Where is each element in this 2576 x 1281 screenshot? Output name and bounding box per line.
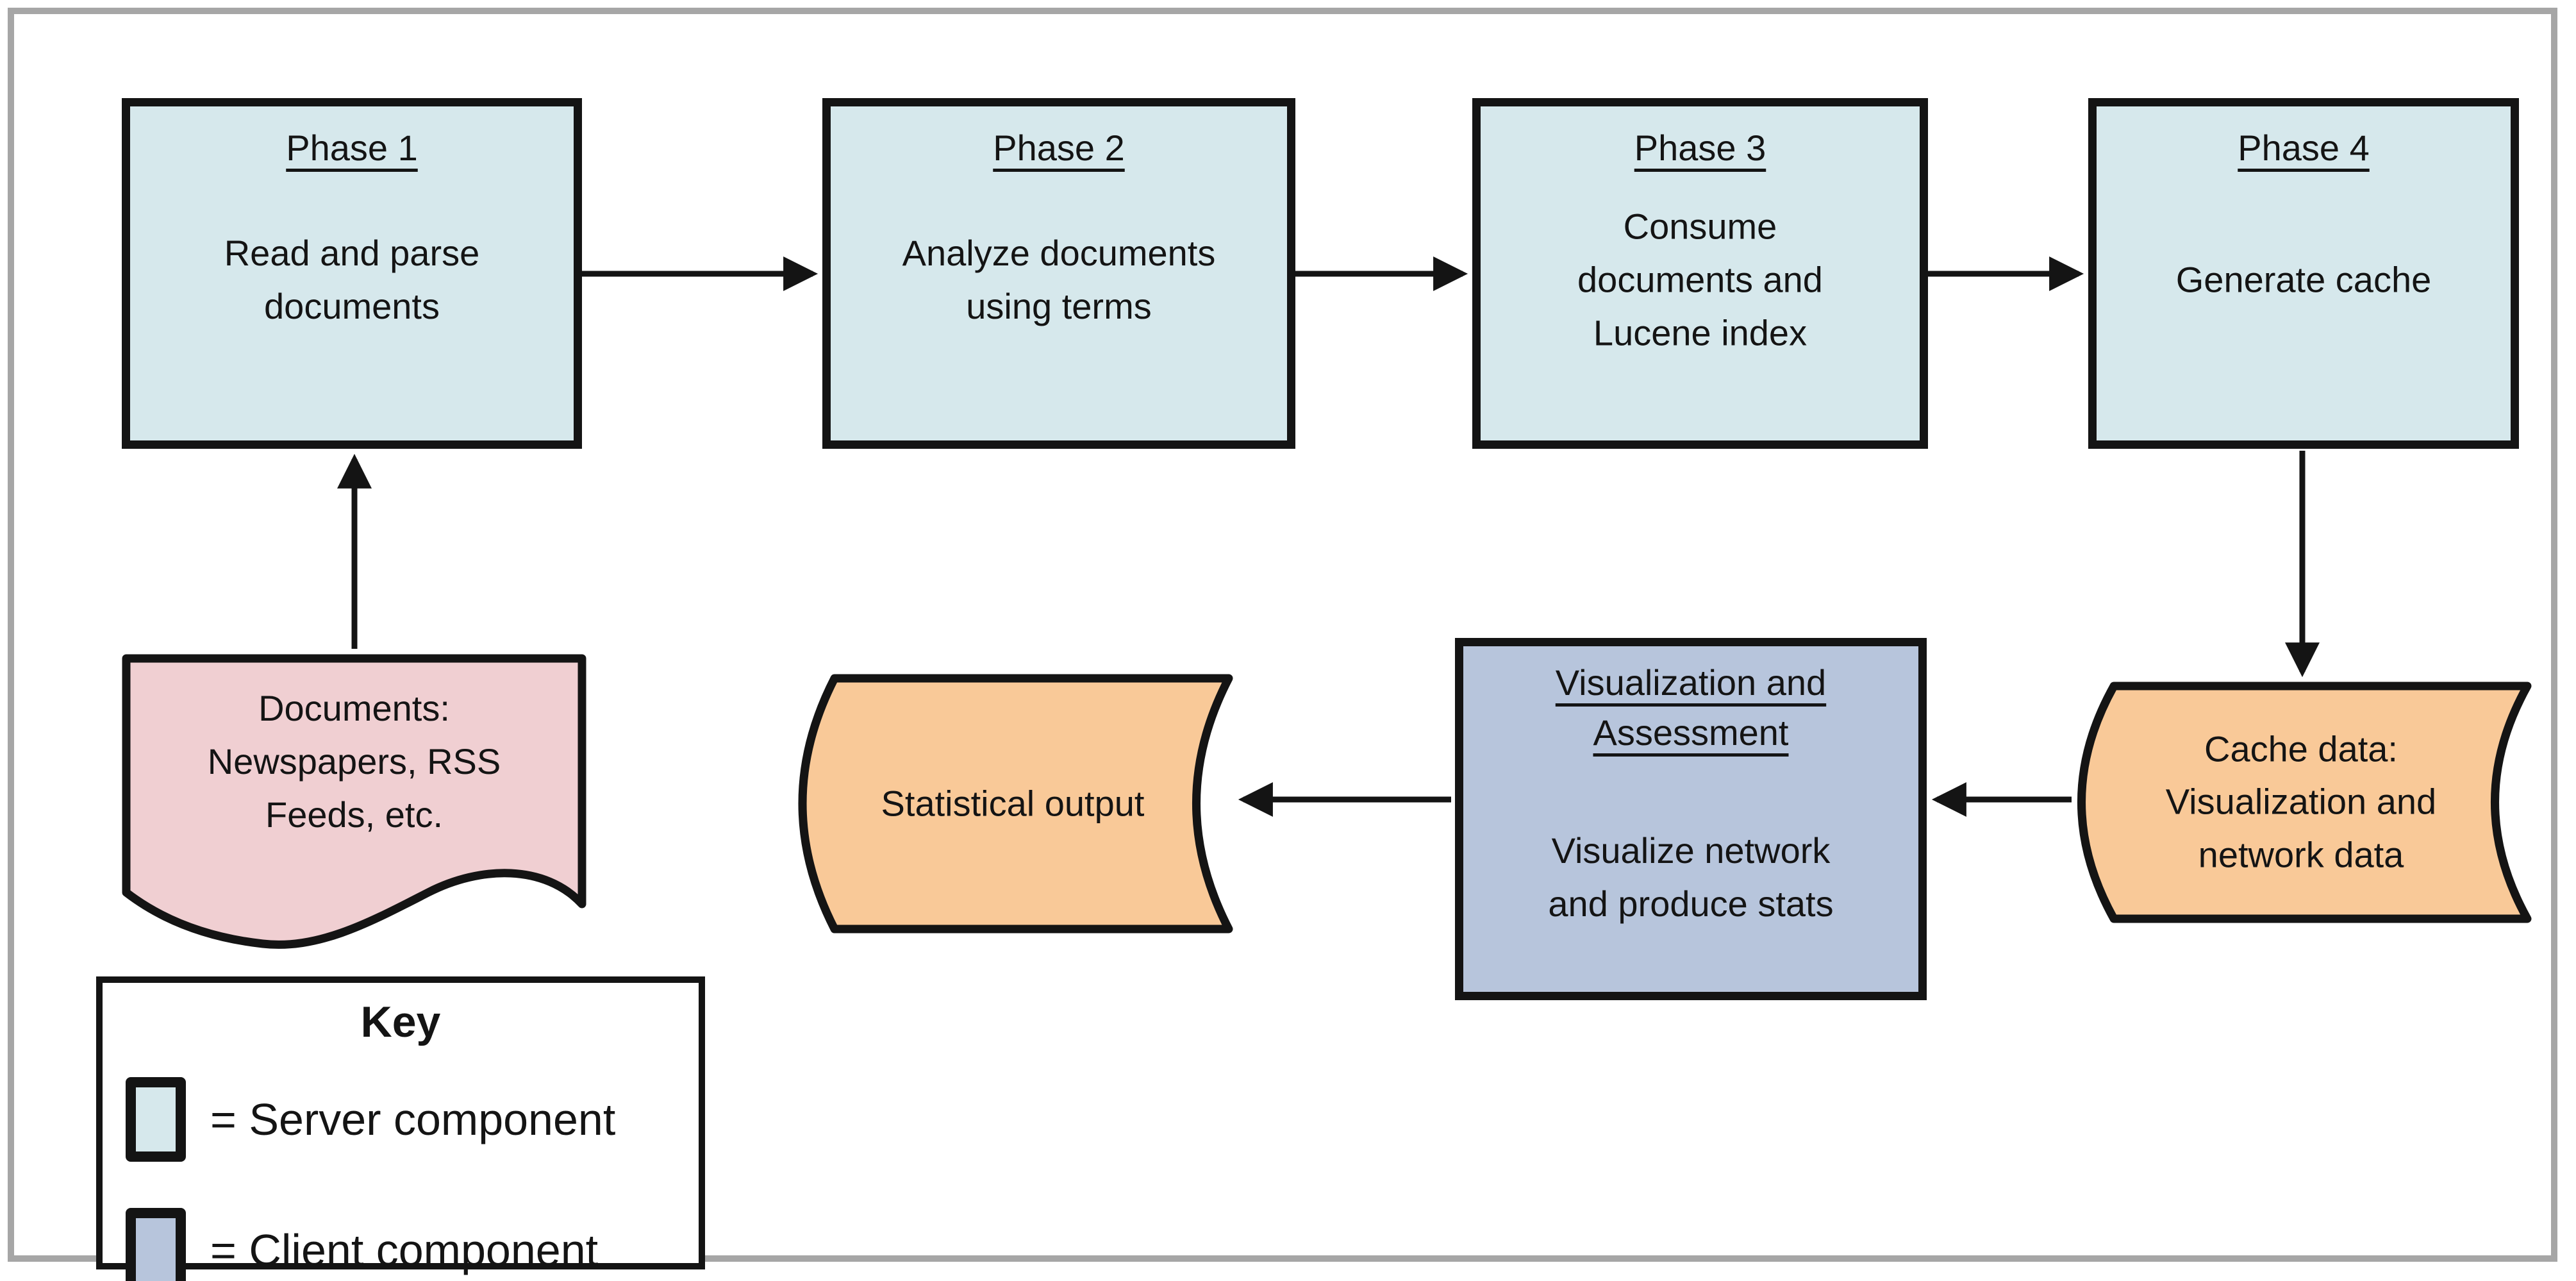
stored-data-shape-icon xyxy=(798,674,1233,934)
figure-border xyxy=(8,8,2557,1262)
cache-data-label: Cache data: Visualization and network da… xyxy=(2165,728,2437,875)
phase-4-body: Generate cache xyxy=(2175,259,2432,300)
client-component-label: = Client component xyxy=(210,1225,599,1276)
server-component-label: = Server component xyxy=(210,1094,616,1145)
documents-label: Documents: Newspapers, RSS Feeds, etc. xyxy=(207,688,501,835)
visualization-assessment-box: Visualization and Assessment Visualize n… xyxy=(1455,638,1927,1000)
statistical-output-label: Statistical output xyxy=(881,783,1145,824)
phase-2-title: Phase 2 xyxy=(993,128,1125,168)
phase-2-box: Phase 2 Analyze documents using terms xyxy=(822,98,1295,449)
key-title: Key xyxy=(360,998,441,1046)
key-item-server: = Server component xyxy=(126,1077,676,1162)
stored-data-shape-icon xyxy=(2077,682,2532,923)
key-item-client: = Client component xyxy=(126,1208,676,1281)
cache-data-shape: Cache data: Visualization and network da… xyxy=(2070,682,2532,923)
document-shape-icon xyxy=(122,654,586,949)
phase-3-title: Phase 3 xyxy=(1634,128,1766,168)
phase-4-box: Phase 4 Generate cache xyxy=(2088,98,2519,449)
documents-shape: Documents: Newspapers, RSS Feeds, etc. xyxy=(122,654,586,982)
phase-1-title: Phase 1 xyxy=(286,128,418,168)
phase-2-body: Analyze documents using terms xyxy=(902,233,1216,326)
client-component-swatch xyxy=(126,1208,186,1281)
visualization-assessment-body: Visualize network and produce stats xyxy=(1548,830,1834,925)
phase-3-body: Consume documents and Lucene index xyxy=(1577,206,1823,353)
statistical-output-shape: Statistical output xyxy=(792,674,1233,934)
phase-4-title: Phase 4 xyxy=(2238,128,2370,168)
server-component-swatch xyxy=(126,1077,186,1162)
phase-3-box: Phase 3 Consume documents and Lucene ind… xyxy=(1472,98,1928,449)
visualization-assessment-title: Visualization and Assessment xyxy=(1555,662,1827,753)
phase-1-box: Phase 1 Read and parse documents xyxy=(122,98,582,449)
phase-1-body: Read and parse documents xyxy=(224,233,480,326)
key-box: Key = Server component = Client componen… xyxy=(96,976,705,1281)
